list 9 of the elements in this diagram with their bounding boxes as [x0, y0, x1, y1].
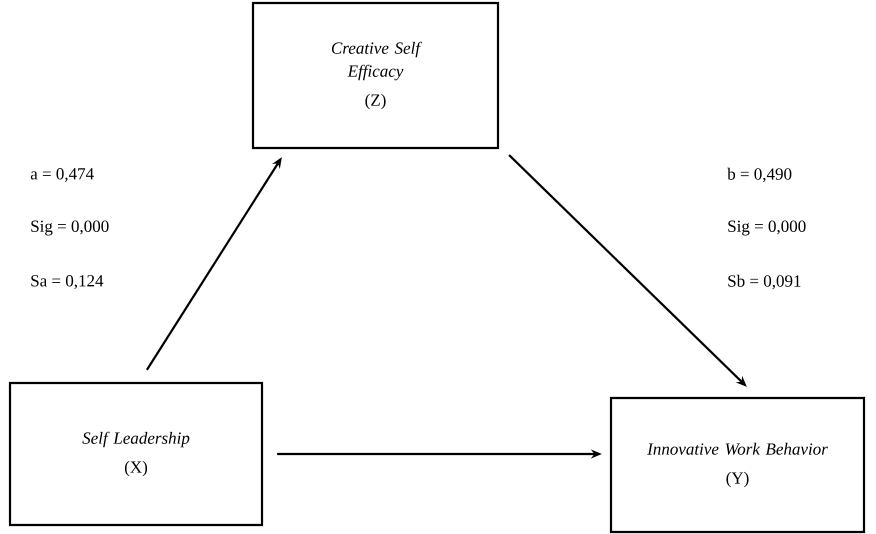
coefficient-label: Sa = 0,124	[31, 275, 104, 289]
coefficient-label: Sb = 0,091	[728, 274, 800, 290]
concept-box: Self Leadership (X)	[8, 382, 264, 526]
concept-box: Innovative Work Behavior (Y)	[610, 396, 866, 534]
coefficient-label: b = 0,490	[727, 168, 792, 182]
coefficient-label: Sig = 0,000	[31, 220, 109, 236]
concept-box: Creative Self Efficacy (Z)	[252, 2, 500, 150]
coefficient-label: a = 0,474	[30, 168, 94, 182]
coefficient-label: Sig = 0,000	[728, 220, 806, 236]
